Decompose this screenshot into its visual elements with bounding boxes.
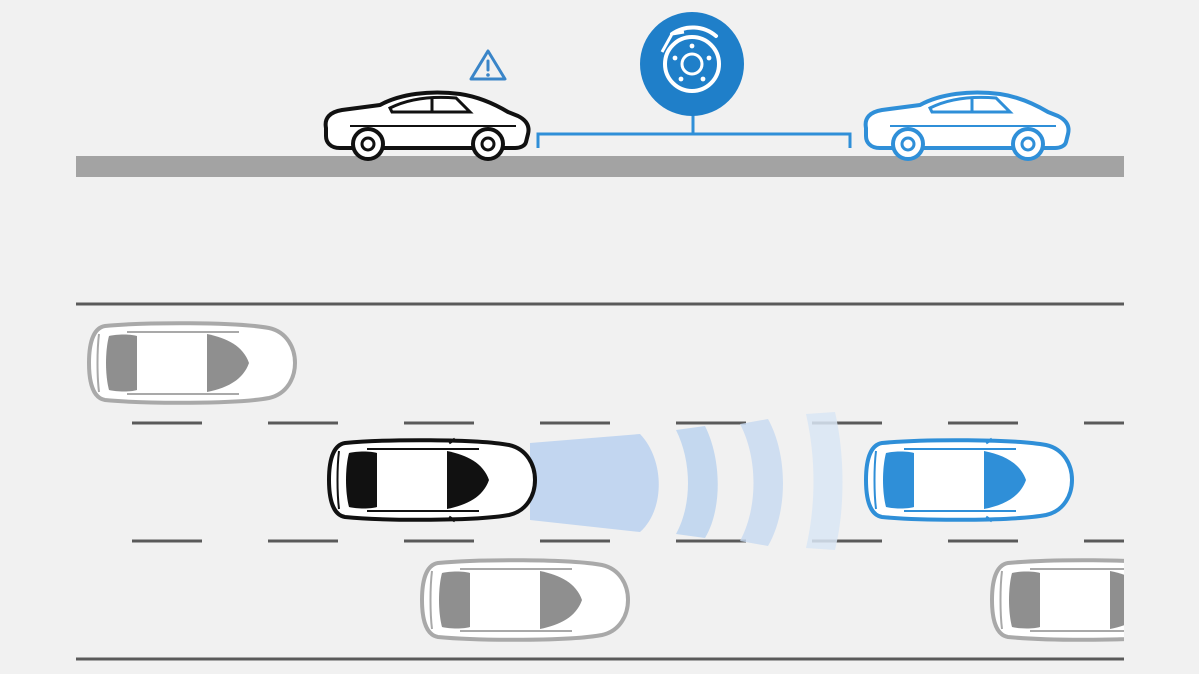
road-surface: [76, 156, 1124, 177]
distance-bracket: [536, 132, 852, 148]
traffic-car-upper-left: [87, 321, 297, 405]
lead-car-top-view: [864, 437, 1074, 523]
ego-car-top-view: [327, 437, 537, 523]
warning-triangle-icon: [469, 49, 507, 81]
traffic-car-lower-right: [990, 558, 1124, 642]
traffic-car-lower-middle: [420, 558, 630, 642]
lead-car-side-view: [863, 90, 1071, 161]
ego-car-side-view: [323, 90, 531, 161]
brake-disc-icon: [640, 12, 744, 116]
radar-sensor-waves: [530, 412, 843, 550]
